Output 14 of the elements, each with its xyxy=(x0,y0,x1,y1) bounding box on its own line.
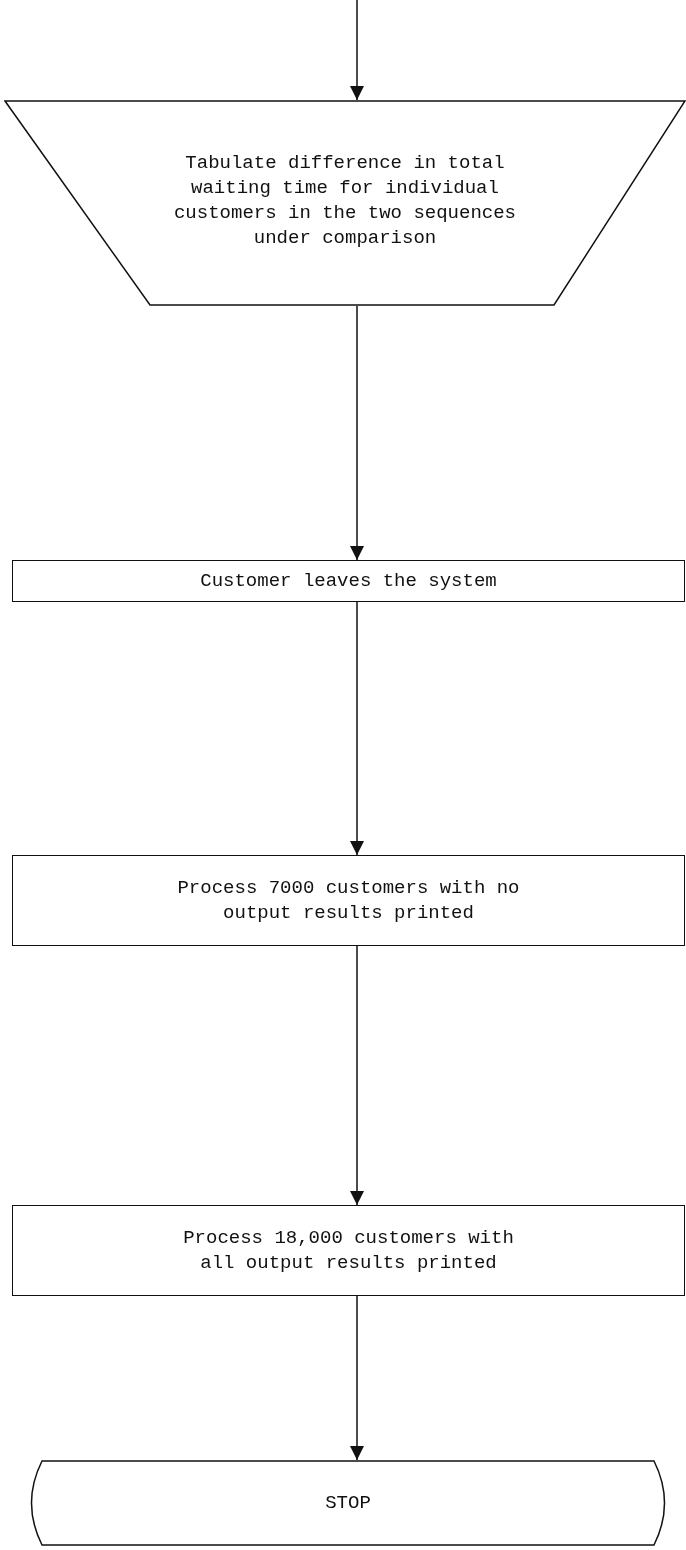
node-label: Process 18,000 customers with all output results printed xyxy=(182,1225,515,1276)
arrow xyxy=(350,0,364,101)
process-box xyxy=(12,560,685,602)
trapezoid-box xyxy=(4,100,686,306)
node-label: STOP xyxy=(325,1490,371,1516)
node-label: Tabulate difference in total waiting time for individual customers in the two sequences under comparison xyxy=(172,151,518,251)
process-box xyxy=(12,1205,685,1296)
process-box xyxy=(12,855,685,946)
arrow xyxy=(350,1295,364,1461)
node-label: Customer leaves the system xyxy=(200,568,497,594)
node-label: Process 7000 customers with no output results printed xyxy=(176,875,521,926)
arrow xyxy=(350,305,364,561)
arrow xyxy=(350,945,364,1206)
arrow xyxy=(350,601,364,856)
